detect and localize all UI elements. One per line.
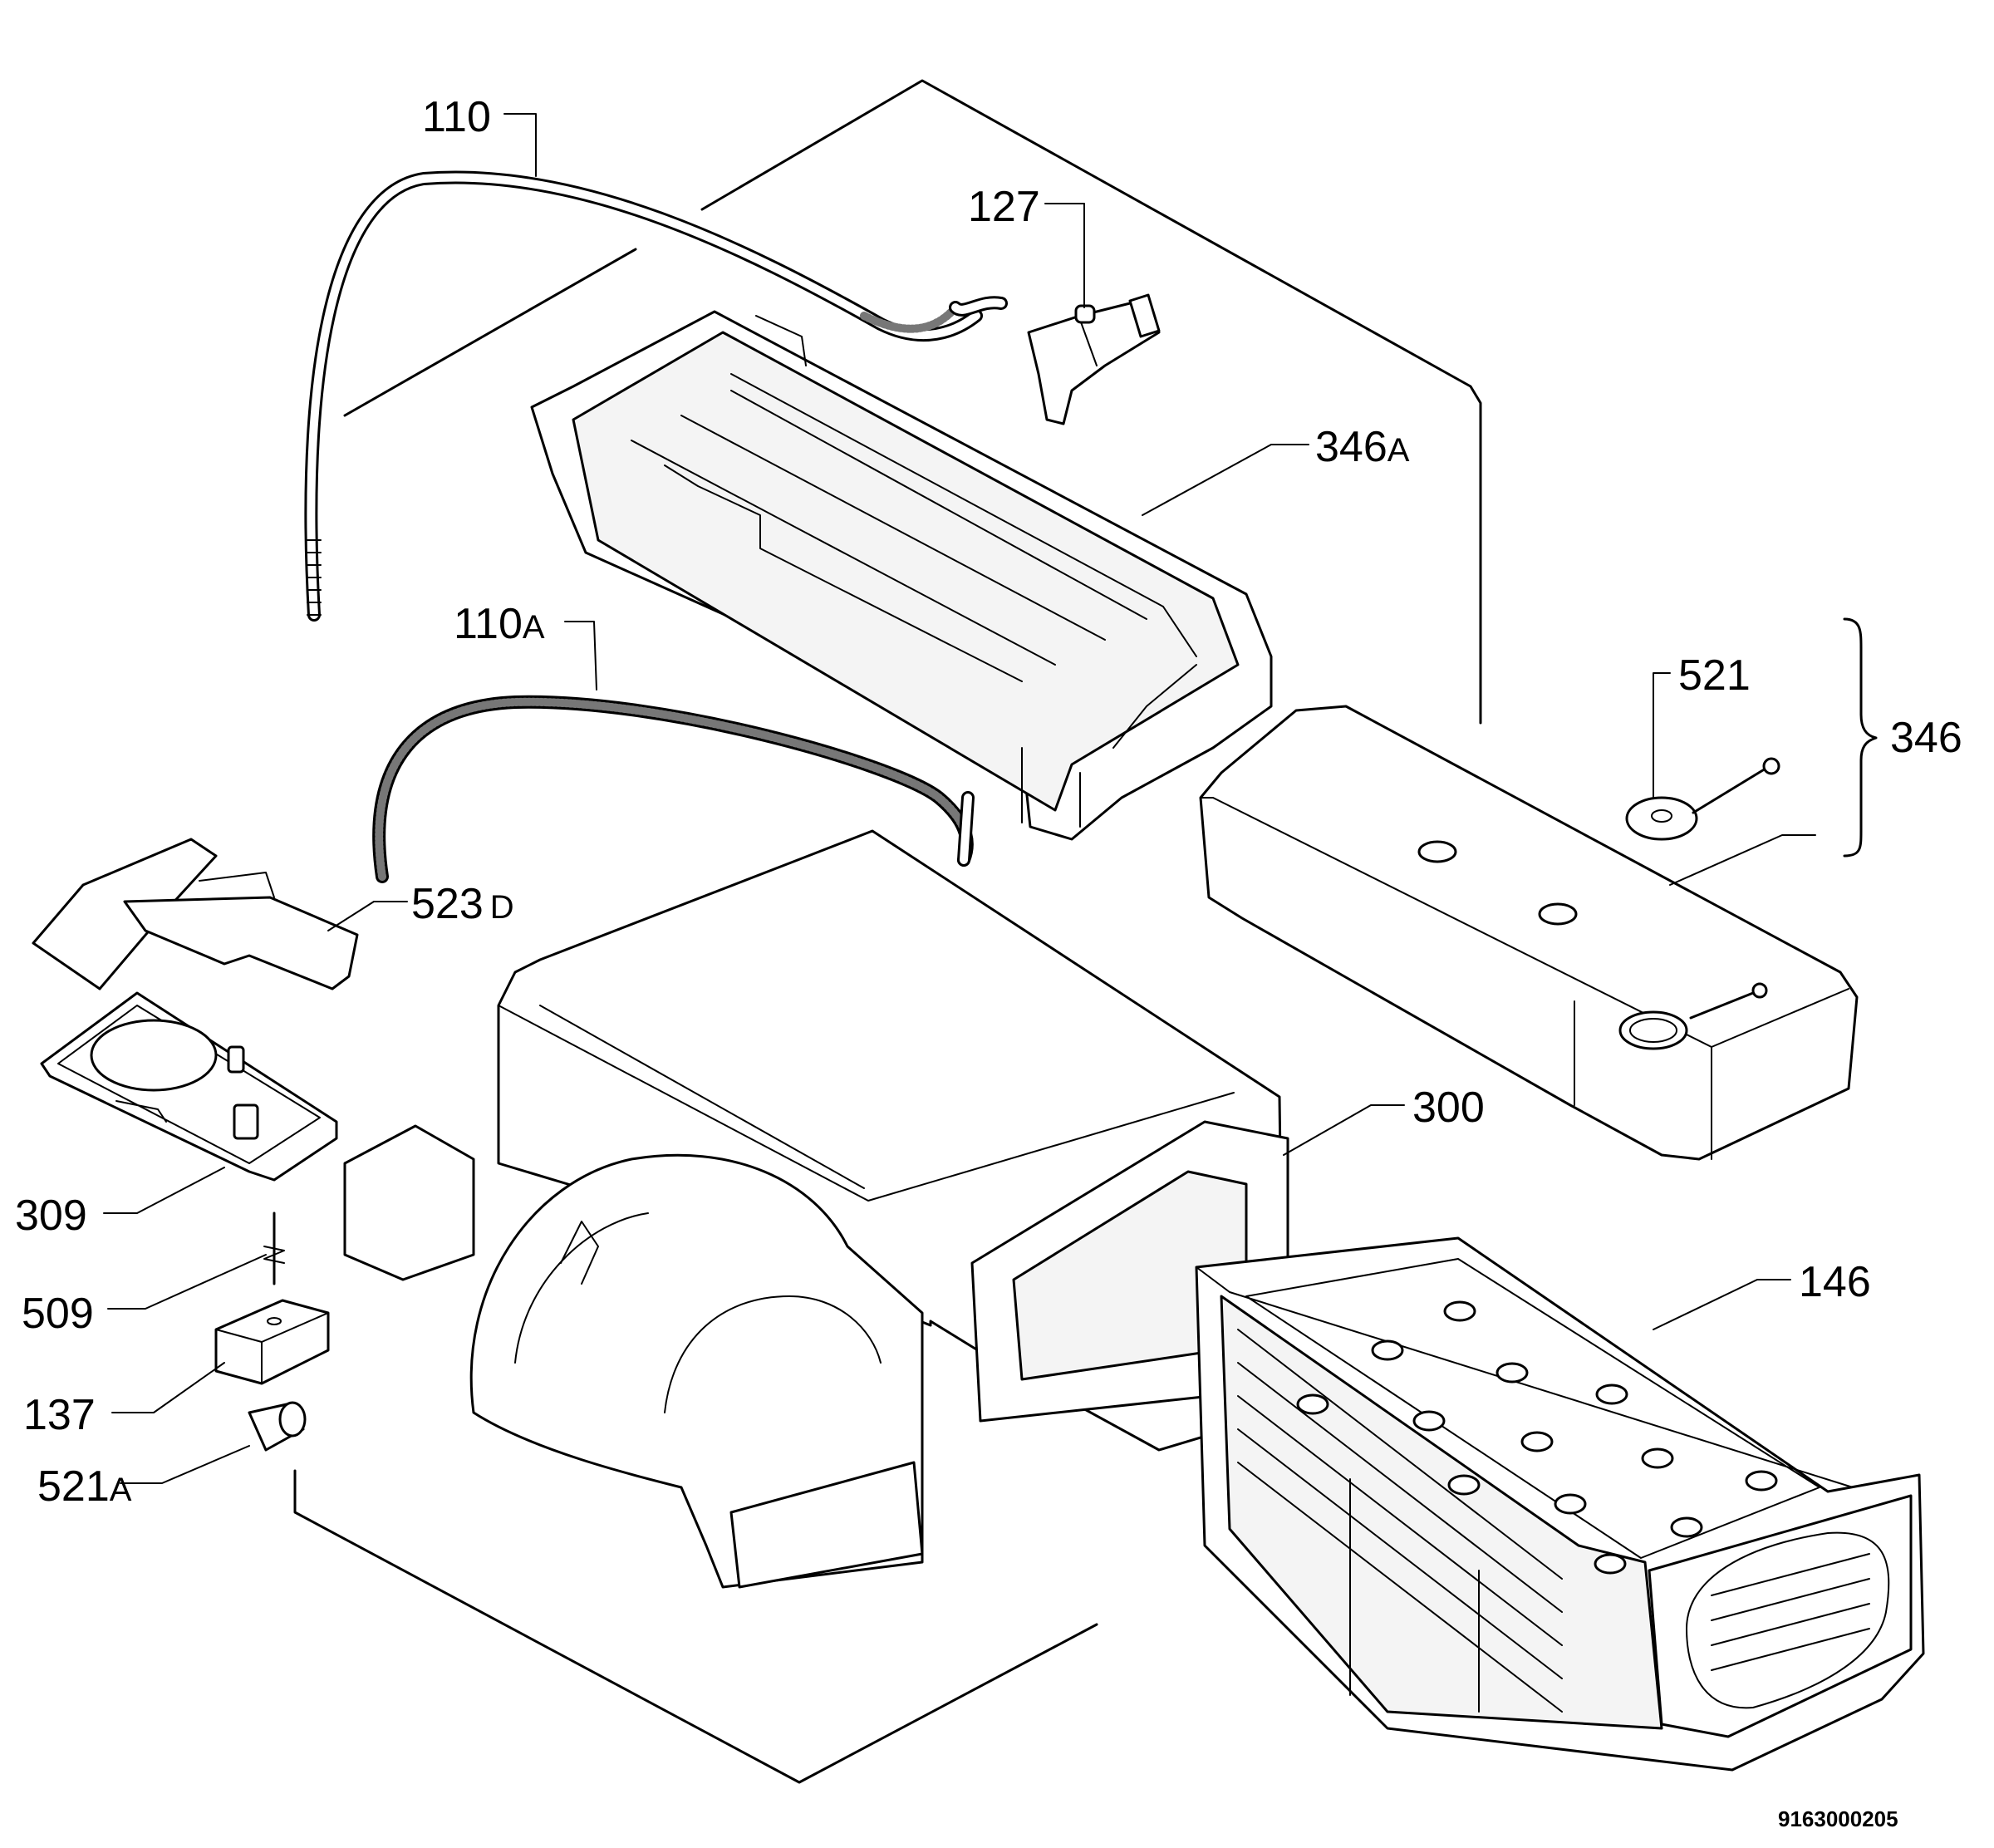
label-346: 346 [1890,714,1962,762]
label-346a: 346A [1315,423,1410,471]
document-id: 9163000205 [1778,1806,1898,1831]
container-cap-521 [1625,757,1780,841]
label-521: 521 [1678,651,1751,700]
hose-110a [372,695,975,883]
label-127: 127 [968,183,1040,231]
brace-346 [1843,617,1878,858]
pad-137 [214,1299,330,1385]
bracket-127 [1027,293,1161,425]
control-plate-309 [40,991,338,1182]
water-container-346 [1199,705,1859,1161]
label-509: 509 [22,1290,94,1338]
enclosure-frame-lines [293,79,1482,1784]
label-300: 300 [1412,1084,1485,1132]
leader-lines [103,113,1816,1484]
label-309: 309 [15,1192,87,1240]
condenser-tray-346a [530,310,1273,841]
sleeve-521a [248,1401,307,1452]
label-137: 137 [23,1391,96,1439]
heat-exchanger-146 [1195,1236,1925,1772]
flap-523d [32,838,359,990]
drain-hose-110 [304,170,1008,622]
label-146: 146 [1799,1258,1871,1306]
label-521a: 521A [37,1462,132,1511]
heat-exchanger-grille [1237,1329,1870,1713]
label-110a: 110A [454,600,545,648]
label-110: 110 [422,93,491,141]
screw-509 [263,1212,285,1285]
heat-exchanger-holes [1296,1300,1778,1575]
air-duct-300 [343,829,1289,1589]
